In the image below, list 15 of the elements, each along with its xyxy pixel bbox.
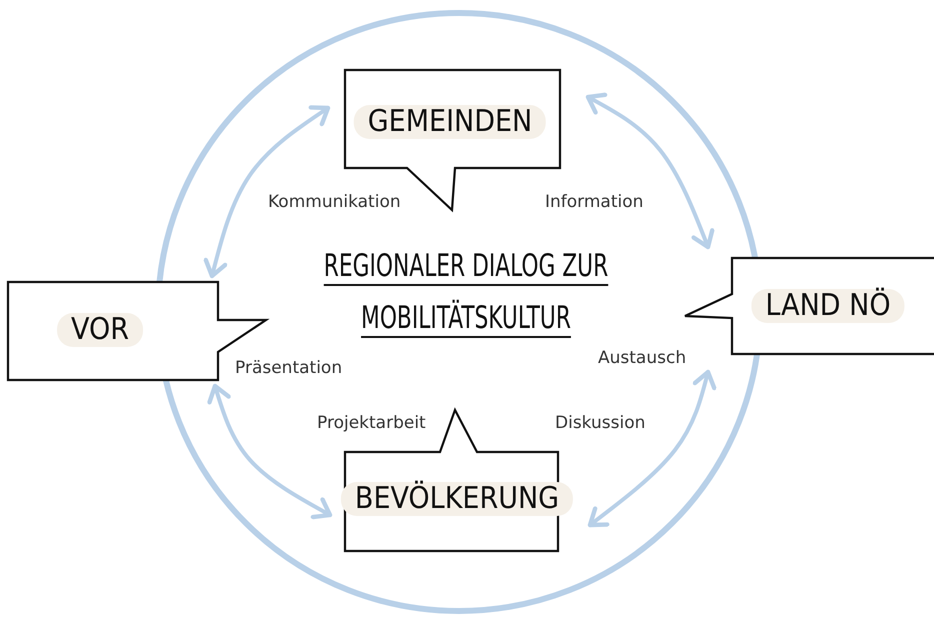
annotation-text: Information bbox=[545, 192, 644, 212]
annotation-text: Projektarbeit bbox=[317, 413, 426, 433]
node-label: VOR bbox=[57, 313, 143, 347]
node-label: BEVÖLKERUNG bbox=[340, 482, 574, 516]
double-arrow bbox=[207, 384, 332, 520]
double-arrow bbox=[588, 370, 716, 528]
node-label: GEMEINDEN bbox=[354, 105, 546, 139]
annotation-text: Austausch bbox=[598, 348, 686, 368]
annotation-text: Diskussion bbox=[555, 413, 646, 433]
double-arrow bbox=[586, 92, 714, 250]
annotation-text: Kommunikation bbox=[268, 192, 401, 212]
title: REGIONALER DIALOG ZUR MOBILITÄTSKULTUR bbox=[322, 247, 610, 338]
node-label: LAND NÖ bbox=[751, 289, 905, 323]
annotation-text: Präsentation bbox=[235, 358, 342, 378]
double-arrow bbox=[204, 105, 330, 278]
